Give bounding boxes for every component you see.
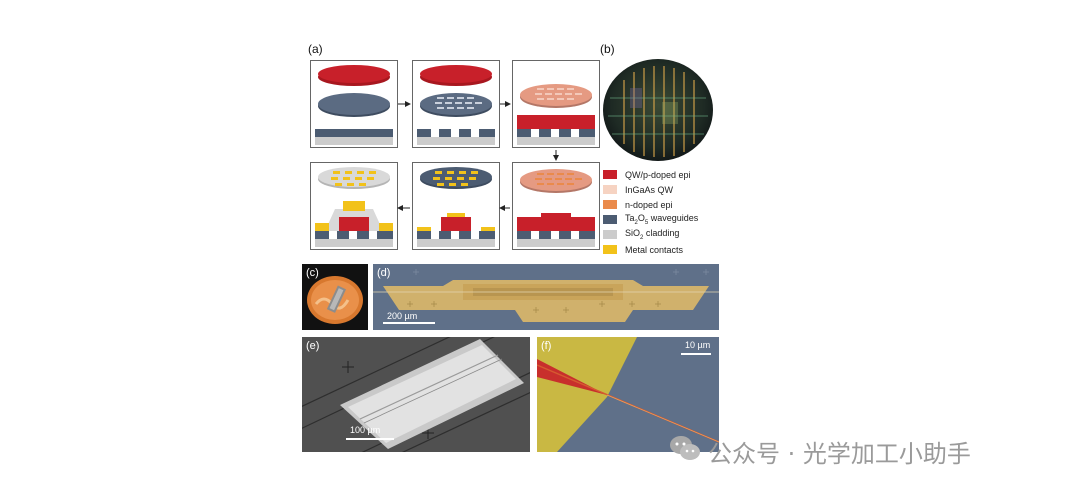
scalebar-label-d: 200 µm [387,311,418,321]
legend-label: InGaAs QW [625,184,674,195]
sem-drawing [302,337,530,452]
legend-swatch-orange [603,200,617,209]
panel-label-b: (b) [600,42,615,56]
scalebar-label-e: 100 µm [350,425,381,435]
step-2-drawing [417,65,495,145]
legend-label: QW/p-doped epi [625,169,691,180]
legend-item-sio2: SiO2 cladding [603,228,679,241]
wafer-photo-drawing [603,59,713,161]
legend-label: n-doped epi [625,199,673,210]
legend-item-qw-p-doped: QW/p-doped epi [603,168,691,181]
wechat-icon [670,436,700,460]
device-drawing [373,269,719,324]
step-5-drawing [417,167,495,247]
scalebar-label-f: 10 µm [685,340,711,350]
process-step-5 [412,162,500,250]
panel-label-c: (c) [306,267,319,279]
panel-label-f: (f) [541,340,552,352]
wafer-photo [602,58,714,162]
legend-swatch-dark [603,215,617,224]
process-step-2 [412,60,500,148]
legend-swatch-red [603,170,617,179]
watermark-text: 公众号 · 光学加工小助手 [708,440,971,468]
step-4-drawing [517,169,595,247]
coin-drawing [307,276,363,324]
panel-c-photo: (c) [302,264,368,330]
legend-swatch-gold [603,245,617,254]
legend-label: Metal contacts [625,244,684,255]
process-step-3 [512,60,600,148]
legend-item-n-doped: n-doped epi [603,198,673,211]
legend-item-ingaas-qw: InGaAs QW [603,183,673,196]
step-1-drawing [315,65,393,145]
panel-d-micrograph: (d) 200 µm [373,264,719,330]
panel-f-sem: (f) 10 µm [537,337,719,452]
process-arrows [397,101,559,211]
step-3-drawing [517,84,595,145]
legend-item-metal: Metal contacts [603,243,683,256]
step-6-drawing [315,167,393,247]
panel-e-sem: (e) 100 µm [302,337,530,452]
taper-drawing [537,337,719,452]
legend-label-sio2: SiO2 cladding [625,228,680,241]
process-step-4 [512,162,600,250]
panel-label-a: (a) [308,42,323,56]
legend-label-ta2o5: Ta2O5 waveguides [625,213,699,226]
panel-label-d: (d) [377,267,391,279]
panel-label-e: (e) [306,340,320,352]
legend-swatch-grey [603,230,617,239]
legend-swatch-pink [603,185,617,194]
legend-item-ta2o5: Ta2O5 waveguides [603,213,698,226]
process-step-1 [310,60,398,148]
